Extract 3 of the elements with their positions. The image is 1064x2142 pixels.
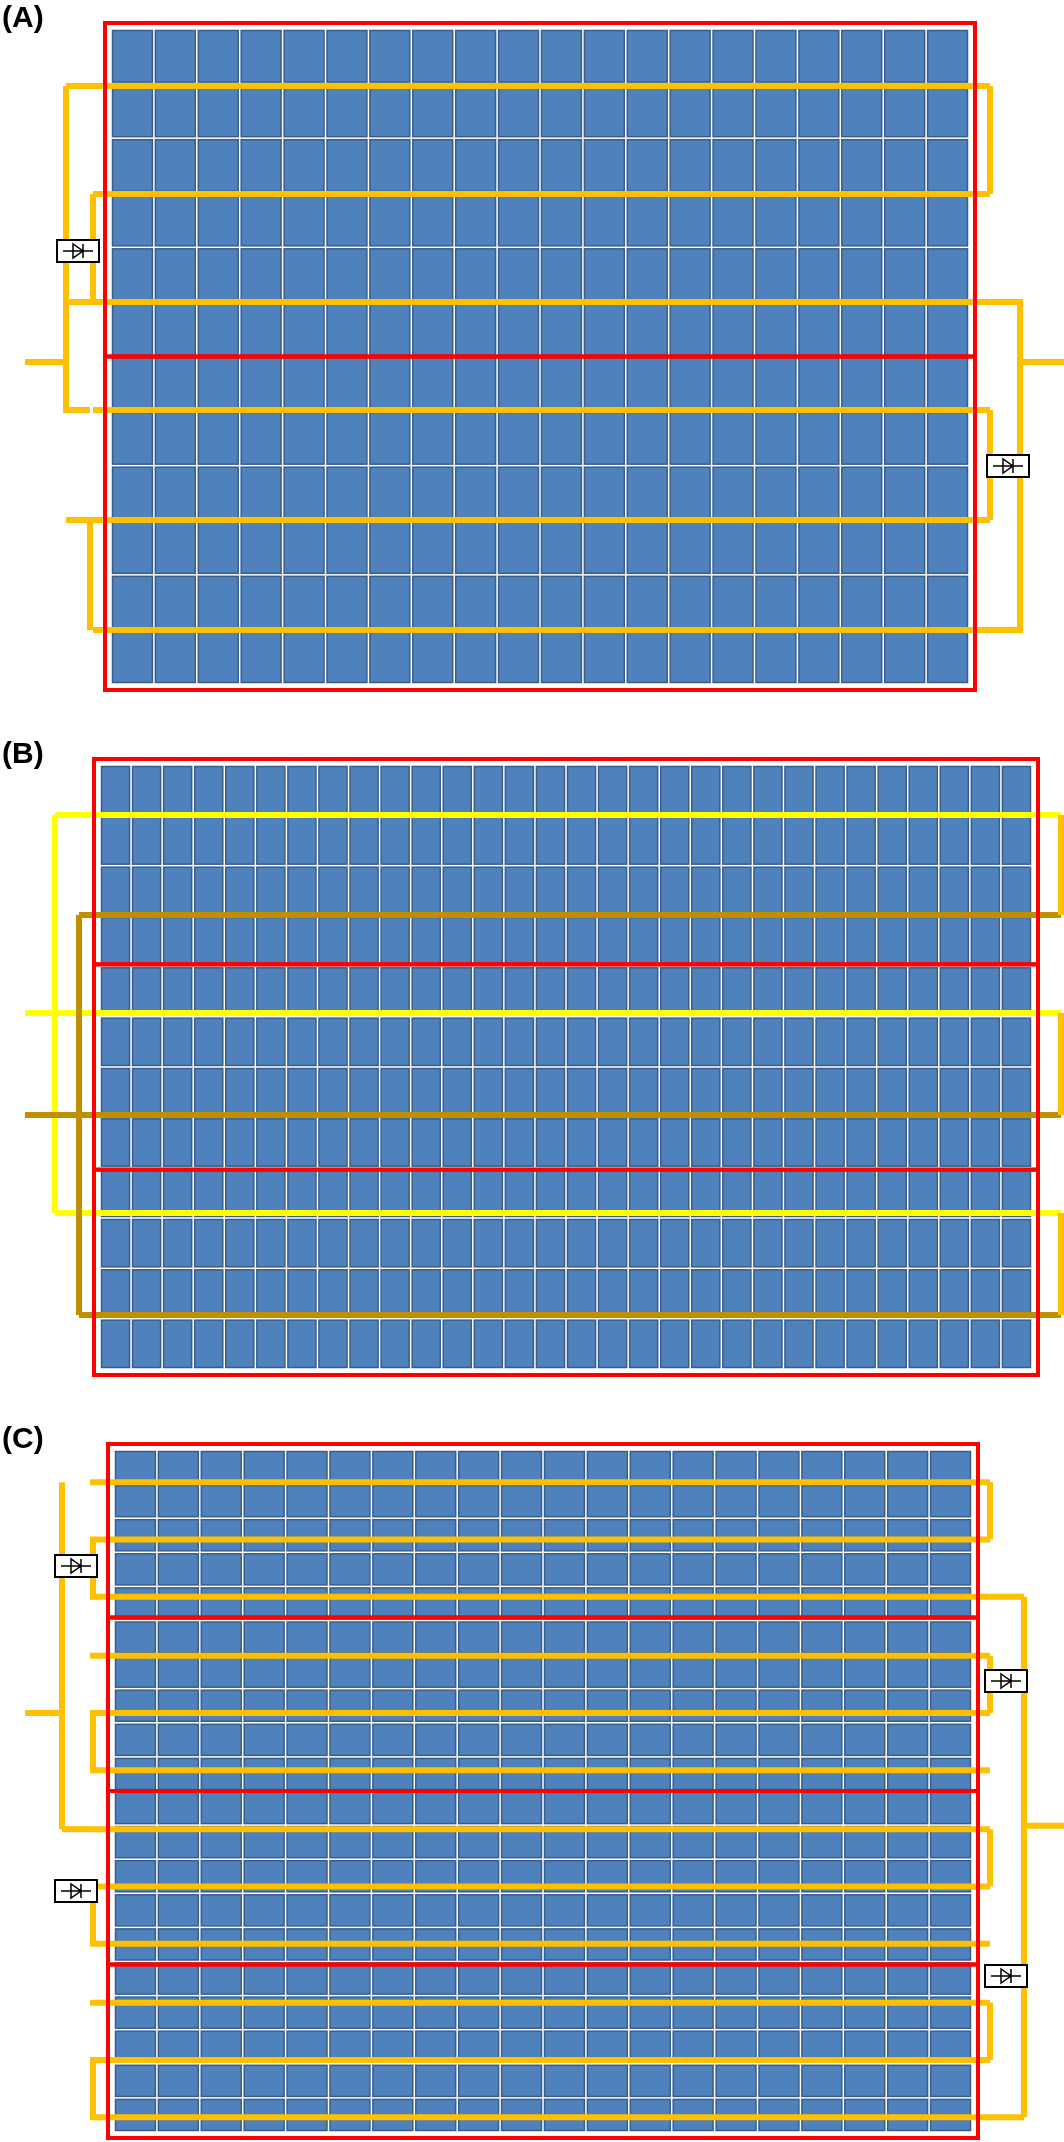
panel-label: (C) — [2, 1422, 44, 1454]
panel-label: (A) — [2, 1, 44, 33]
panel-label: (B) — [2, 737, 44, 769]
